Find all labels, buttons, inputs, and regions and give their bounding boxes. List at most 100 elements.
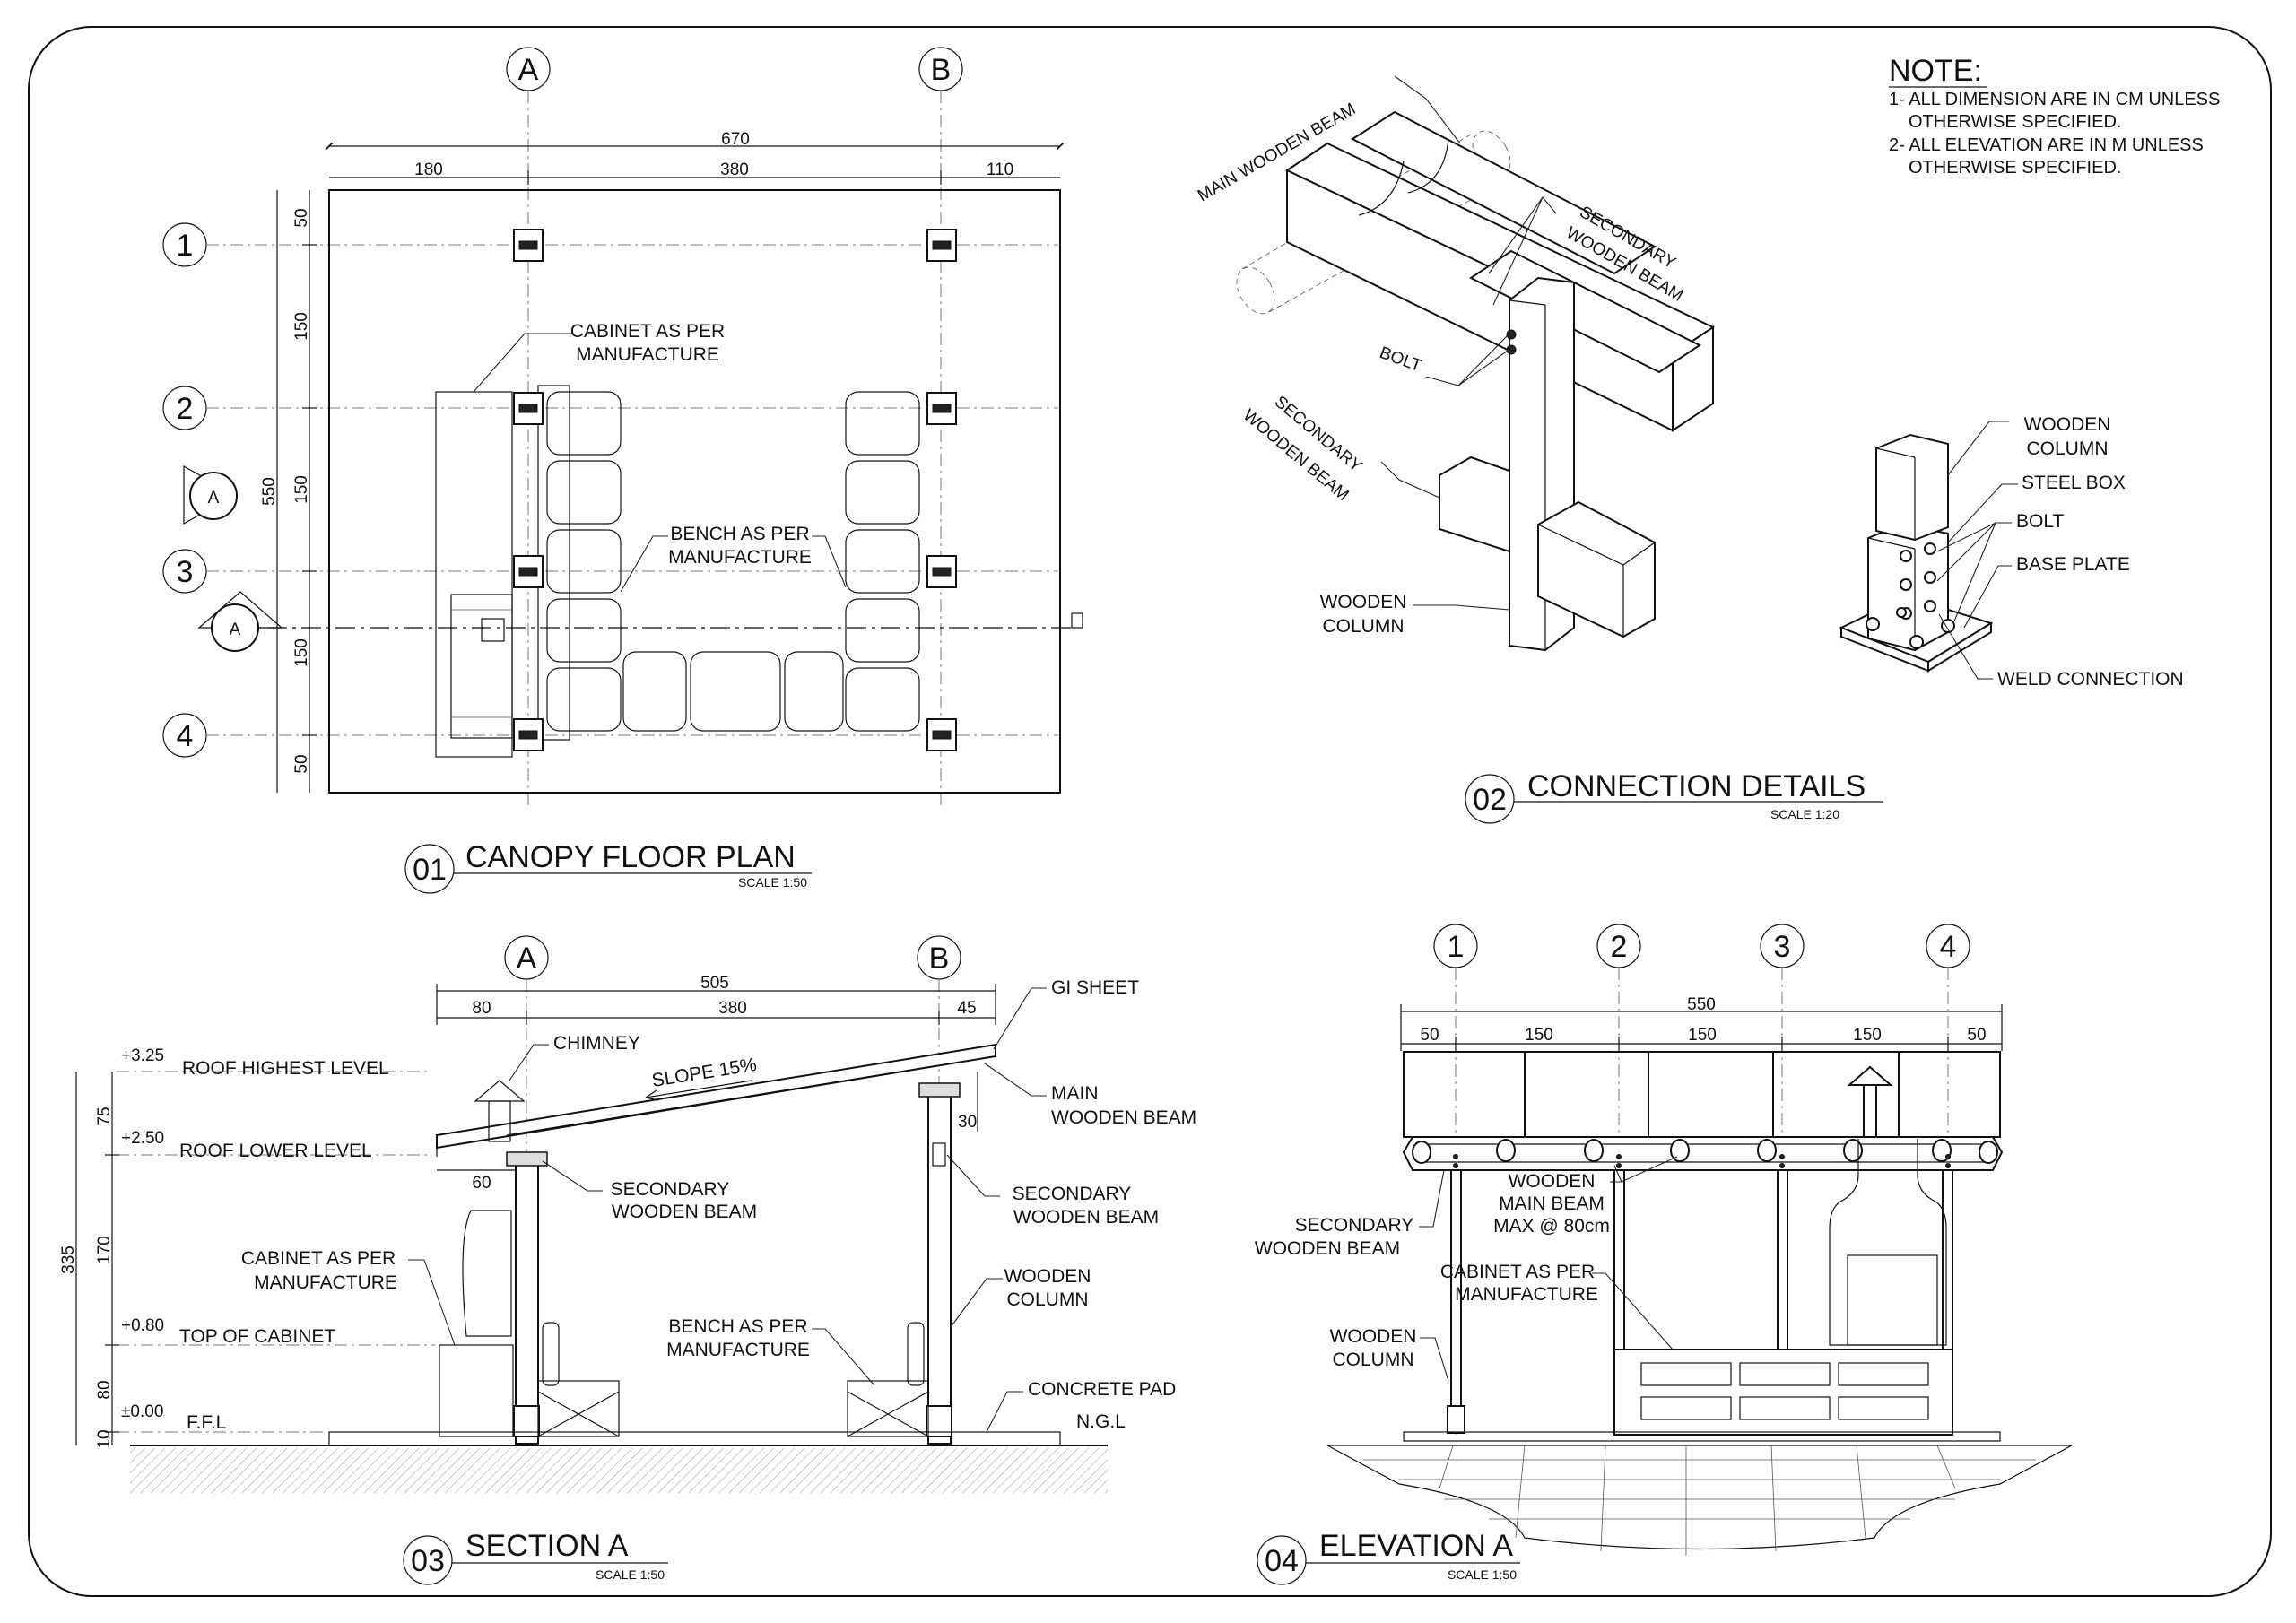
elev-dim-x-4: 150 — [1853, 1026, 1882, 1045]
plan-dim-x-2: 380 — [720, 161, 749, 179]
section-dim-30: 30 — [958, 1113, 977, 1132]
section-label-cabinet-1: CABINET AS PER — [241, 1248, 396, 1269]
base-label-bolt: BOLT — [2016, 511, 2064, 532]
section-dim-y-3: 80 — [95, 1380, 114, 1399]
section-dim-total-x: 505 — [700, 974, 729, 993]
conn-label-bolt: BOLT — [1377, 343, 1424, 376]
svg-text:A: A — [208, 489, 220, 508]
section-dim-x-3: 45 — [957, 999, 976, 1018]
section-dim-x-1: 80 — [472, 999, 491, 1018]
section-number: 03 — [411, 1544, 445, 1578]
base-connection — [1839, 433, 1994, 673]
section-grid-b: B — [929, 942, 950, 976]
section-label-sec-left-2: WOODEN BEAM — [612, 1202, 757, 1222]
plan-label-cabinet-1: CABINET AS PER — [570, 321, 725, 342]
plan-dim-x-1: 180 — [414, 161, 443, 179]
note-line-3: 2- ALL ELEVATION ARE IN M UNLESS — [1889, 135, 2204, 155]
base-label-column-2: COLUMN — [2026, 438, 2108, 459]
note-line-2: OTHERWISE SPECIFIED. — [1909, 112, 2121, 132]
section-label-concrete: CONCRETE PAD — [1028, 1379, 1176, 1400]
plan-dim-y-3: 150 — [292, 475, 311, 504]
elevation-a: 1 2 3 4 550 50 150 150 150 50 — [1255, 924, 2073, 1585]
plan-dim-x-3: 110 — [987, 161, 1013, 179]
elev-label-main-3: MAX @ 80cm — [1493, 1216, 1610, 1237]
elev-grid-1: 1 — [1448, 930, 1465, 964]
section-dim-y-2: 170 — [95, 1236, 114, 1264]
sheet-border — [28, 26, 2272, 1597]
elev-scale: SCALE 1:50 — [1448, 1567, 1517, 1582]
notes-block: NOTE: 1- ALL DIMENSION ARE IN CM UNLESS … — [1889, 54, 2220, 178]
connection-details: MAIN WOODEN BEAM SECONDARY WOODEN BEAM B… — [1195, 75, 2184, 824]
section-label-main-1: MAIN — [1051, 1083, 1099, 1104]
section-dim-total-y: 335 — [59, 1245, 78, 1274]
section-scale: SCALE 1:50 — [596, 1567, 665, 1582]
plan-label-bench-1: BENCH AS PER — [670, 524, 809, 544]
section-mark-a-lower: A — [197, 591, 283, 652]
elev-label-column-2: COLUMN — [1332, 1350, 1413, 1370]
plan-dim-total-x: 670 — [721, 130, 750, 149]
elev-number: 04 — [1265, 1544, 1299, 1578]
plan-grid-b: B — [931, 53, 952, 87]
elev-grid-4: 4 — [1940, 930, 1957, 964]
plan-grid-4: 4 — [177, 719, 194, 753]
section-grid-a: A — [517, 942, 537, 976]
plan-grid-1: 1 — [177, 229, 194, 263]
elev-dim-x-2: 150 — [1525, 1026, 1553, 1045]
section-mark-a-upper: A — [183, 464, 238, 525]
base-label-weld: WELD CONNECTION — [1997, 669, 2184, 690]
elev-grid-2: 2 — [1611, 930, 1628, 964]
section-label-main-2: WOODEN BEAM — [1051, 1107, 1196, 1128]
section-label-gi: GI SHEET — [1051, 977, 1139, 998]
elev-dim-x-1: 50 — [1420, 1026, 1439, 1045]
level-4-value: ±0.00 — [121, 1402, 163, 1421]
section-label-column-1: WOODEN — [1004, 1266, 1091, 1287]
elev-label-sec-2: WOODEN BEAM — [1255, 1238, 1400, 1259]
level-2-value: +2.50 — [121, 1129, 164, 1148]
elev-label-cabinet-2: MANUFACTURE — [1455, 1284, 1598, 1305]
level-1-name: ROOF HIGHEST LEVEL — [182, 1058, 389, 1079]
plan-dim-y-5: 50 — [292, 754, 311, 773]
conn-title: CONNECTION DETAILS — [1527, 769, 1866, 803]
plan-bench — [537, 385, 920, 741]
plan-scale: SCALE 1:50 — [738, 875, 807, 890]
notes-heading: NOTE: — [1889, 54, 1982, 88]
plan-grid-a: A — [518, 53, 539, 87]
plan-column-plates — [513, 229, 957, 751]
section-label-cabinet-2: MANUFACTURE — [254, 1272, 397, 1293]
plan-grid-2: 2 — [177, 392, 194, 426]
conn-number: 02 — [1473, 783, 1507, 817]
section-label-bench-1: BENCH AS PER — [668, 1316, 807, 1337]
level-1-value: +3.25 — [121, 1046, 164, 1065]
plan-grid-3: 3 — [177, 555, 194, 589]
elev-label-main-2: MAIN BEAM — [1499, 1193, 1605, 1214]
section-label-sec-right-2: WOODEN BEAM — [1013, 1207, 1159, 1228]
plan-title: CANOPY FLOOR PLAN — [465, 840, 796, 874]
elev-dim-x-5: 50 — [1967, 1026, 1986, 1045]
level-4-name: F.F.L — [187, 1412, 226, 1433]
base-label-base-plate: BASE PLATE — [2016, 554, 2130, 575]
note-line-4: OTHERWISE SPECIFIED. — [1909, 158, 2121, 178]
plan-dim-y-4: 150 — [292, 638, 311, 667]
elev-dim-total-x: 550 — [1687, 995, 1716, 1014]
floor-plan: A B 1 2 3 4 670 180 380 110 550 — [162, 47, 1083, 894]
note-line-1: 1- ALL DIMENSION ARE IN CM UNLESS — [1889, 90, 2220, 109]
elev-title: ELEVATION A — [1319, 1529, 1513, 1563]
svg-text:A: A — [230, 621, 241, 639]
conn-label-column-2: COLUMN — [1322, 616, 1404, 637]
elev-label-sec-1: SECONDARY — [1295, 1215, 1414, 1236]
base-label-steel-box: STEEL BOX — [2022, 473, 2126, 493]
plan-label-cabinet-2: MANUFACTURE — [576, 344, 719, 365]
section-title: SECTION A — [465, 1529, 629, 1563]
plan-dim-total-y: 550 — [260, 477, 279, 506]
plan-dim-y-2: 150 — [292, 312, 311, 341]
plan-dim-y-1: 50 — [292, 208, 311, 227]
conn-scale: SCALE 1:20 — [1770, 807, 1839, 821]
section-label-bench-2: MANUFACTURE — [666, 1340, 810, 1360]
level-2-name: ROOF LOWER LEVEL — [179, 1141, 372, 1161]
conn-label-column-1: WOODEN — [1320, 592, 1407, 612]
plan-label-bench-2: MANUFACTURE — [668, 547, 812, 568]
section-label-chimney: CHIMNEY — [553, 1033, 640, 1054]
section-dim-y-1: 75 — [95, 1107, 114, 1125]
section-a: A B 505 80 380 45 SLOPE 15% — [59, 935, 1196, 1585]
section-label-sec-right-1: SECONDARY — [1013, 1184, 1132, 1204]
